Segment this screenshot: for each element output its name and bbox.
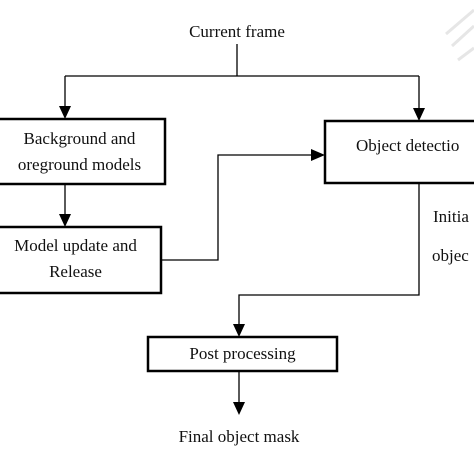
output-label: Final object mask: [178, 427, 300, 446]
arrowhead-to-detection: [413, 108, 425, 121]
post-processing-box: [146, 335, 339, 373]
model-update-label-line1: Model update and: [14, 236, 137, 255]
connector-update-to-detection: [161, 154, 313, 261]
models-label-line1: Background and: [23, 129, 136, 148]
arrowhead-to-update: [59, 214, 71, 227]
models-label-line2: oreground models: [17, 155, 142, 174]
arrowhead-to-post: [233, 324, 245, 337]
edge-label-line2: objec: [432, 246, 469, 265]
arrowhead-to-output: [233, 402, 245, 415]
watermark-mark: [445, 8, 474, 62]
object-detection-box: [323, 119, 474, 185]
arrowhead-to-models: [59, 106, 71, 119]
object-detection-label: Object detectio: [356, 136, 460, 155]
arrowhead-update-to-detection: [311, 149, 325, 161]
connector-detection-to-post: [238, 183, 420, 326]
models-box: [0, 117, 167, 186]
model-update-label-line2: Release: [49, 262, 102, 281]
post-processing-label: Post processing: [189, 344, 296, 363]
input-label: Current frame: [189, 22, 285, 41]
edge-label-line1: Initia: [433, 207, 469, 226]
